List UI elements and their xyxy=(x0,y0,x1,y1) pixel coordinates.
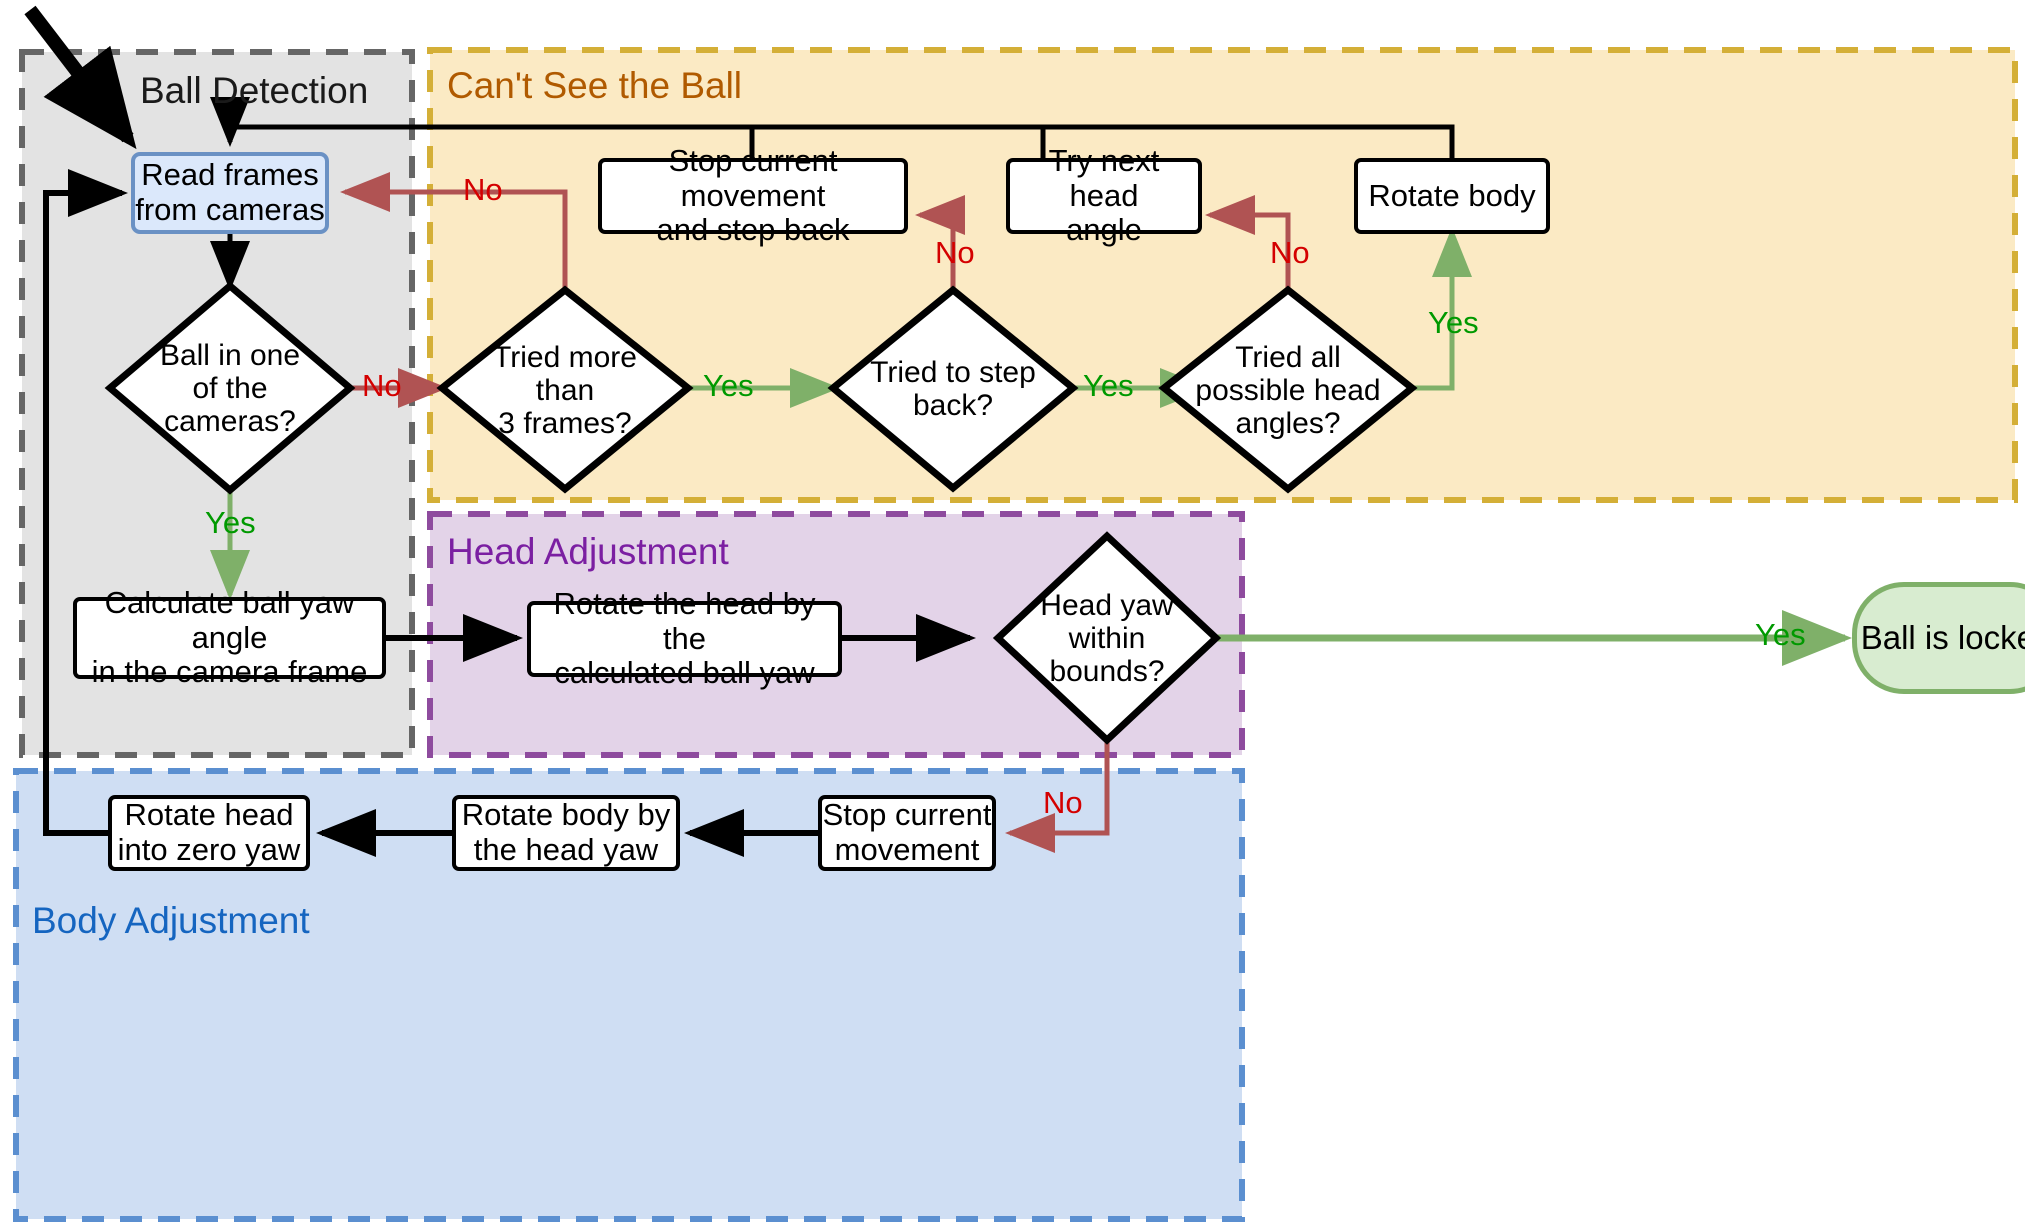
edge-tried-all-angles-no xyxy=(1205,195,1291,290)
edge-label-ball-no: No xyxy=(362,368,402,403)
decision-head-in-bounds-shape xyxy=(992,531,1222,745)
edge-tried-frames-no xyxy=(340,172,568,290)
edge-label-frames-yes: Yes xyxy=(703,368,754,403)
edge-label-frames-no: No xyxy=(463,172,503,207)
edge-label-head-bounds-yes: Yes xyxy=(1755,617,1806,652)
group-title-body-adjustment: Body Adjustment xyxy=(32,900,310,941)
edge-label-stepback-no: No xyxy=(935,235,975,270)
edge-label-stepback-yes: Yes xyxy=(1083,368,1134,403)
edge-rotate-body-return xyxy=(1043,124,1455,158)
edge-label-angles-yes: Yes xyxy=(1428,305,1479,340)
decision-tried-frames-shape xyxy=(436,285,694,494)
node-ball-is-locked[interactable]: Ball is locked xyxy=(1852,582,2025,694)
edge-tried-all-angles-yes xyxy=(1411,227,1472,391)
edge-tried-step-back-no xyxy=(915,195,965,290)
edge-label-head-bounds-no: No xyxy=(1043,785,1083,820)
group-title-ball-detection: Ball Detection xyxy=(140,70,369,111)
node-rotate-body[interactable]: Rotate body xyxy=(1354,158,1550,234)
decision-tried-step-back-shape xyxy=(827,285,1079,493)
edge-label-angles-no: No xyxy=(1270,235,1310,270)
group-title-cant-see-ball: Can't See the Ball xyxy=(447,65,743,106)
edge-entry-to-read-frames xyxy=(24,5,137,150)
decision-tried-all-angles-shape xyxy=(1158,285,1418,494)
edge-label-ball-yes: Yes xyxy=(205,505,256,540)
edge-rotate-head-zero-to-read-frames xyxy=(43,169,128,836)
edge-head-bounds-no xyxy=(1005,740,1110,853)
decision-ball-in-camera-shape xyxy=(104,281,356,495)
group-title-head-adjustment: Head Adjustment xyxy=(447,531,729,572)
